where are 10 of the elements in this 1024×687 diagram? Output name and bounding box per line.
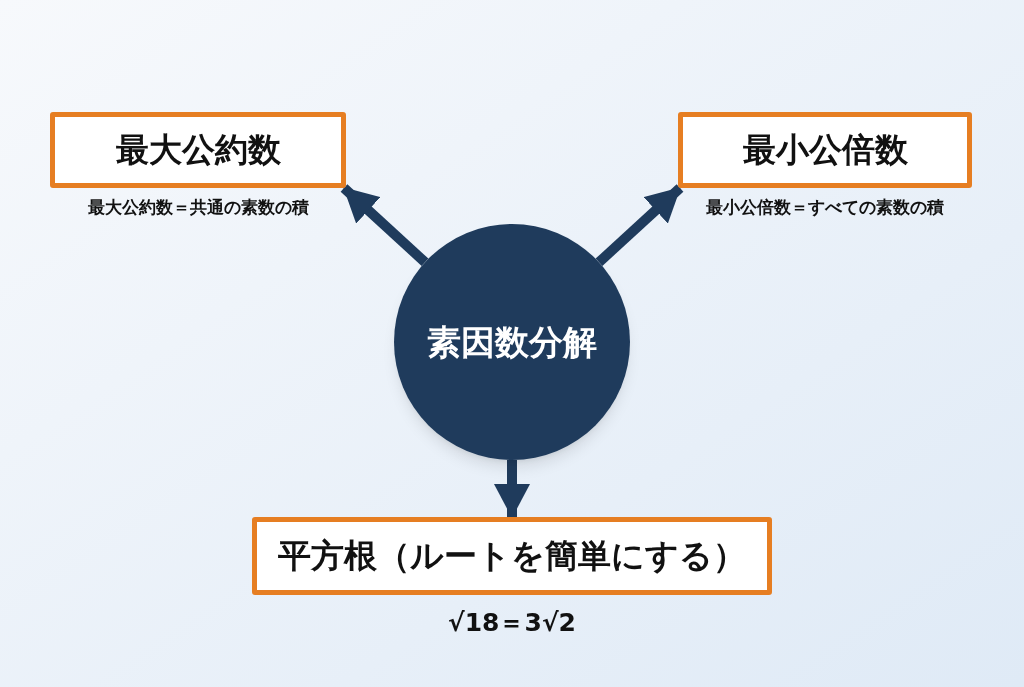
formula-text: √18＝3√2 bbox=[447, 607, 577, 639]
topic-title: 素因数分解 bbox=[427, 320, 597, 364]
concept-title: 最小公倍数 bbox=[742, 129, 908, 172]
concept-title: 平方根（ルートを簡単にする） bbox=[278, 535, 746, 578]
arrow bbox=[595, 184, 684, 266]
arrow bbox=[494, 460, 530, 518]
concept-title: 最大公約数 bbox=[115, 129, 281, 172]
arrow bbox=[340, 184, 429, 266]
note-text: 最大公約数＝共通の素数の積 bbox=[86, 196, 310, 219]
note-text: 最小公倍数＝すべての素数の積 bbox=[705, 196, 945, 219]
